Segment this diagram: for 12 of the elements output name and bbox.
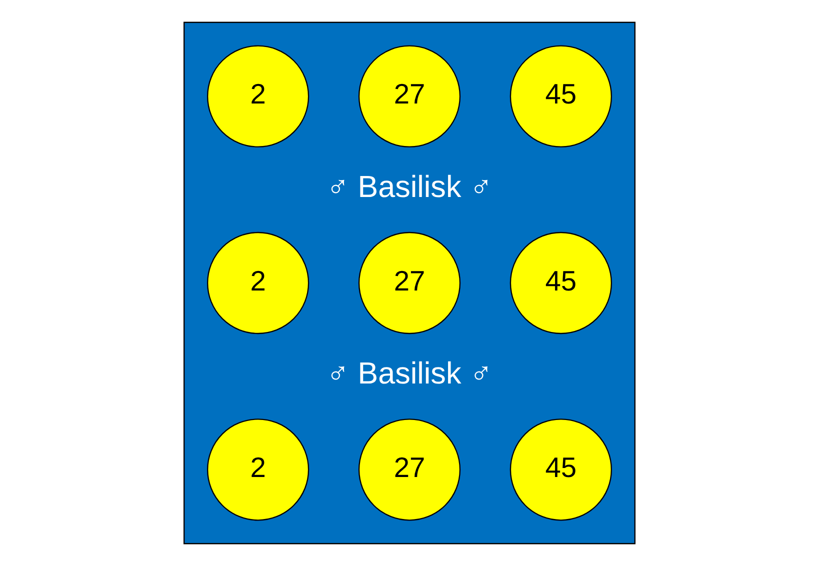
node-circle: 45 (509, 232, 612, 334)
node-circle: 45 (509, 418, 612, 521)
node-circle: 27 (358, 232, 460, 334)
cluster (183, 22, 635, 544)
node-circle: 27 (358, 418, 460, 521)
label: ♂ Basilisk ♂ (326, 170, 492, 204)
node-circle: 2 (206, 45, 309, 148)
node-circle: 45 (509, 45, 612, 148)
node-circle: 27 (358, 45, 460, 148)
node-circle: 2 (206, 418, 309, 521)
node-circle: 2 (206, 232, 309, 334)
label: ♂ Basilisk ♂ (326, 356, 492, 391)
